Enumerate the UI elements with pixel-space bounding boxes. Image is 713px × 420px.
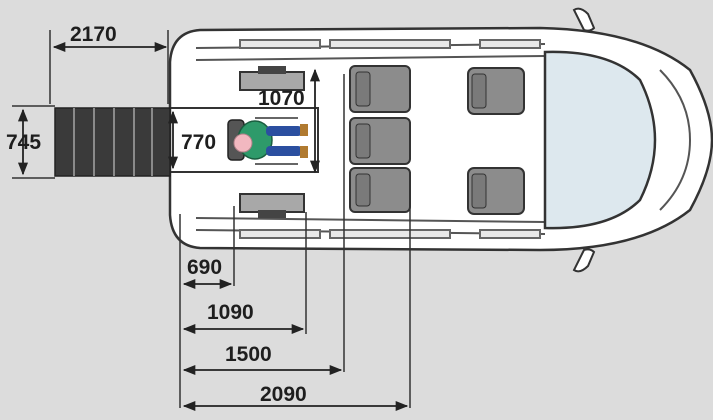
hood-line — [659, 69, 692, 211]
front-seat-passenger — [467, 67, 525, 115]
side-trim-bottom — [195, 217, 546, 239]
side-mirror-right — [572, 248, 596, 273]
dim-label-2170: 2170 — [70, 23, 117, 46]
windshield — [543, 50, 657, 230]
dim-label-1090: 1090 — [207, 301, 254, 324]
dim-label-690: 690 — [187, 256, 223, 279]
dim-label-1500: 1500 — [225, 343, 272, 366]
extension-lines — [12, 30, 411, 408]
rear-bench-seat-3 — [349, 167, 411, 213]
person-in-wheelchair — [227, 117, 308, 165]
dim-label-770: 770 — [181, 131, 217, 154]
dim-label-2090: 2090 — [260, 383, 307, 406]
rear-bench-seat-2 — [349, 117, 411, 165]
fold-up-seat-top — [239, 66, 305, 91]
rear-bench-seat-1 — [349, 65, 411, 113]
dim-label-745: 745 — [6, 131, 42, 154]
dim-label-1070: 1070 — [258, 87, 305, 110]
front-seat-driver — [467, 167, 525, 215]
dimension-arrows — [17, 41, 409, 412]
access-ramp — [54, 107, 171, 177]
side-trim-top — [195, 39, 546, 61]
fold-up-seat-bottom — [239, 193, 305, 218]
